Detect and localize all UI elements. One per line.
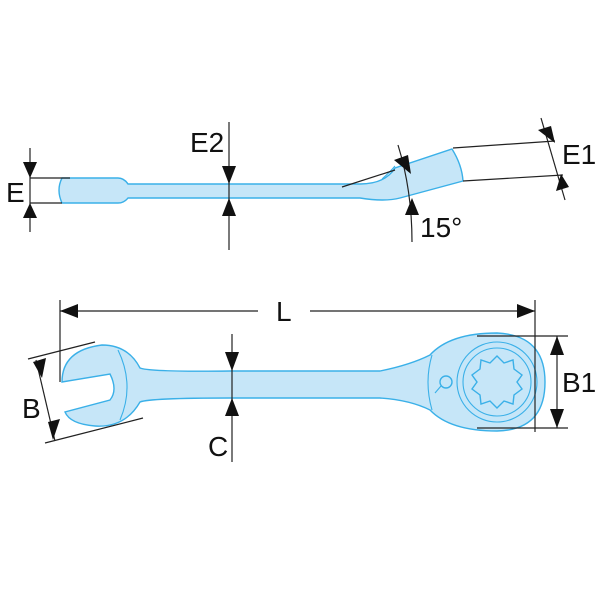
head-collar [427, 354, 433, 411]
front-view: L B C B1 [22, 296, 596, 462]
wrench-front-body [61, 332, 546, 432]
dimension-E2: E2 [190, 122, 236, 250]
open-end-detail [117, 349, 128, 421]
dimension-angle: 15° [341, 144, 462, 243]
label-angle: 15° [420, 212, 462, 243]
dimension-B: B [22, 341, 144, 444]
twelve-point-socket [471, 355, 523, 409]
ring-inner [462, 347, 532, 417]
ring-outer [456, 341, 538, 423]
dimension-L: L [59, 296, 536, 432]
label-B: B [22, 393, 41, 424]
ratchet-lever-icon [439, 375, 453, 389]
dimension-E1: E1 [452, 117, 596, 201]
label-E: E [6, 177, 25, 208]
side-view: E E2 15° E1 [6, 117, 596, 250]
label-E2: E2 [190, 127, 224, 158]
label-C: C [208, 431, 228, 462]
dimension-E: E [6, 148, 70, 232]
label-E1: E1 [562, 139, 596, 170]
label-L: L [276, 296, 292, 327]
label-B1: B1 [562, 367, 596, 398]
dimension-B1: B1 [477, 335, 596, 429]
dimension-C: C [208, 334, 239, 462]
